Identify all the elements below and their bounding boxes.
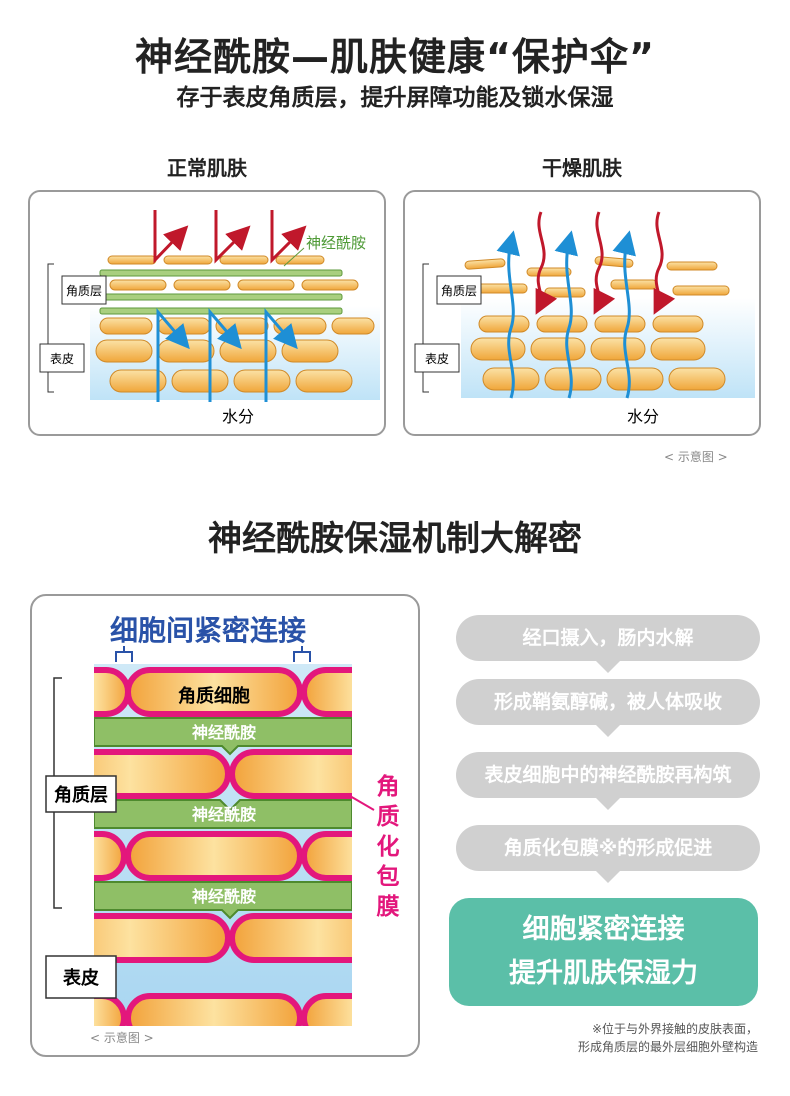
mech-stratum-label: 角质层 <box>54 784 108 806</box>
main-subtitle: 存于表皮角质层，提升屏障功能及锁水保湿 <box>176 85 614 111</box>
epidermis-label: 表皮 <box>50 352 74 366</box>
final-line-2: 提升肌肤保湿力 <box>509 958 698 989</box>
ceramide-label-3: 神经酰胺 <box>192 887 256 906</box>
envelope-label-2: 质 <box>377 804 400 830</box>
main-title: 神经酰胺—肌肤健康“保护伞” <box>135 35 655 79</box>
mechanism-diagram: 细胞间紧密连接 角质细胞 神经酰胺 神经酰胺 神经酰胺 <box>45 614 400 1045</box>
dry-skin-title: 干燥肌肤 <box>542 156 622 180</box>
step-arrow-2 <box>596 725 620 737</box>
envelope-label-1: 角 <box>377 773 400 800</box>
final-result: 细胞紧密连接 提升肌肤保湿力 <box>449 898 758 1006</box>
ceramide-label-2: 神经酰胺 <box>192 805 256 824</box>
corneocyte-label: 角质细胞 <box>178 685 250 707</box>
tight-junction-label: 细胞间紧密连接 <box>110 614 306 647</box>
step-4: 角质化包膜※的形成促进 <box>456 825 760 871</box>
envelope-label-4: 包 <box>377 863 400 890</box>
step-3: 表皮细胞中的神经酰胺再构筑 <box>456 752 760 798</box>
normal-skin-panel: 神经酰胺 角质层 表皮 水分 <box>28 190 386 436</box>
mechanism-panel: 细胞间紧密连接 角质细胞 神经酰胺 神经酰胺 神经酰胺 <box>30 594 420 1057</box>
step-arrow-1 <box>596 661 620 673</box>
normal-skin-diagram: 神经酰胺 角质层 表皮 水分 <box>39 210 380 426</box>
water-label: 水分 <box>222 407 254 426</box>
envelope-label-5: 膜 <box>377 894 400 920</box>
final-line-1: 细胞紧密连接 <box>522 914 685 945</box>
mech-epidermis-label: 表皮 <box>63 967 99 989</box>
normal-skin-title: 正常肌肤 <box>167 156 247 180</box>
step-2: 形成鞘氨醇碱，被人体吸收 <box>456 679 760 725</box>
dry-epidermis-label: 表皮 <box>425 352 449 366</box>
section2-title: 神经酰胺保湿机制大解密 <box>208 519 582 559</box>
mech-note: < 示意图 > <box>90 1030 154 1045</box>
step-arrow-3 <box>596 798 620 810</box>
footnote-line-2: 形成角质层的最外层细胞外壁构造 <box>577 1040 758 1054</box>
diagram-note: < 示意图 > <box>664 450 728 464</box>
footnote-line-1: ※位于与外界接触的皮肤表面， <box>591 1022 758 1036</box>
dry-skin-panel: 角质层 表皮 水分 <box>403 190 761 436</box>
step-arrow-4 <box>596 871 620 883</box>
stratum-label: 角质层 <box>66 284 102 298</box>
dry-water-label: 水分 <box>627 407 659 426</box>
step-1: 经口摄入，肠内水解 <box>456 615 760 661</box>
envelope-label-3: 化 <box>377 833 400 860</box>
ceramide-label: 神经酰胺 <box>306 234 366 252</box>
dry-skin-diagram: 角质层 表皮 水分 <box>414 211 755 426</box>
ceramide-label-1: 神经酰胺 <box>192 723 256 742</box>
dry-stratum-label: 角质层 <box>441 284 477 298</box>
